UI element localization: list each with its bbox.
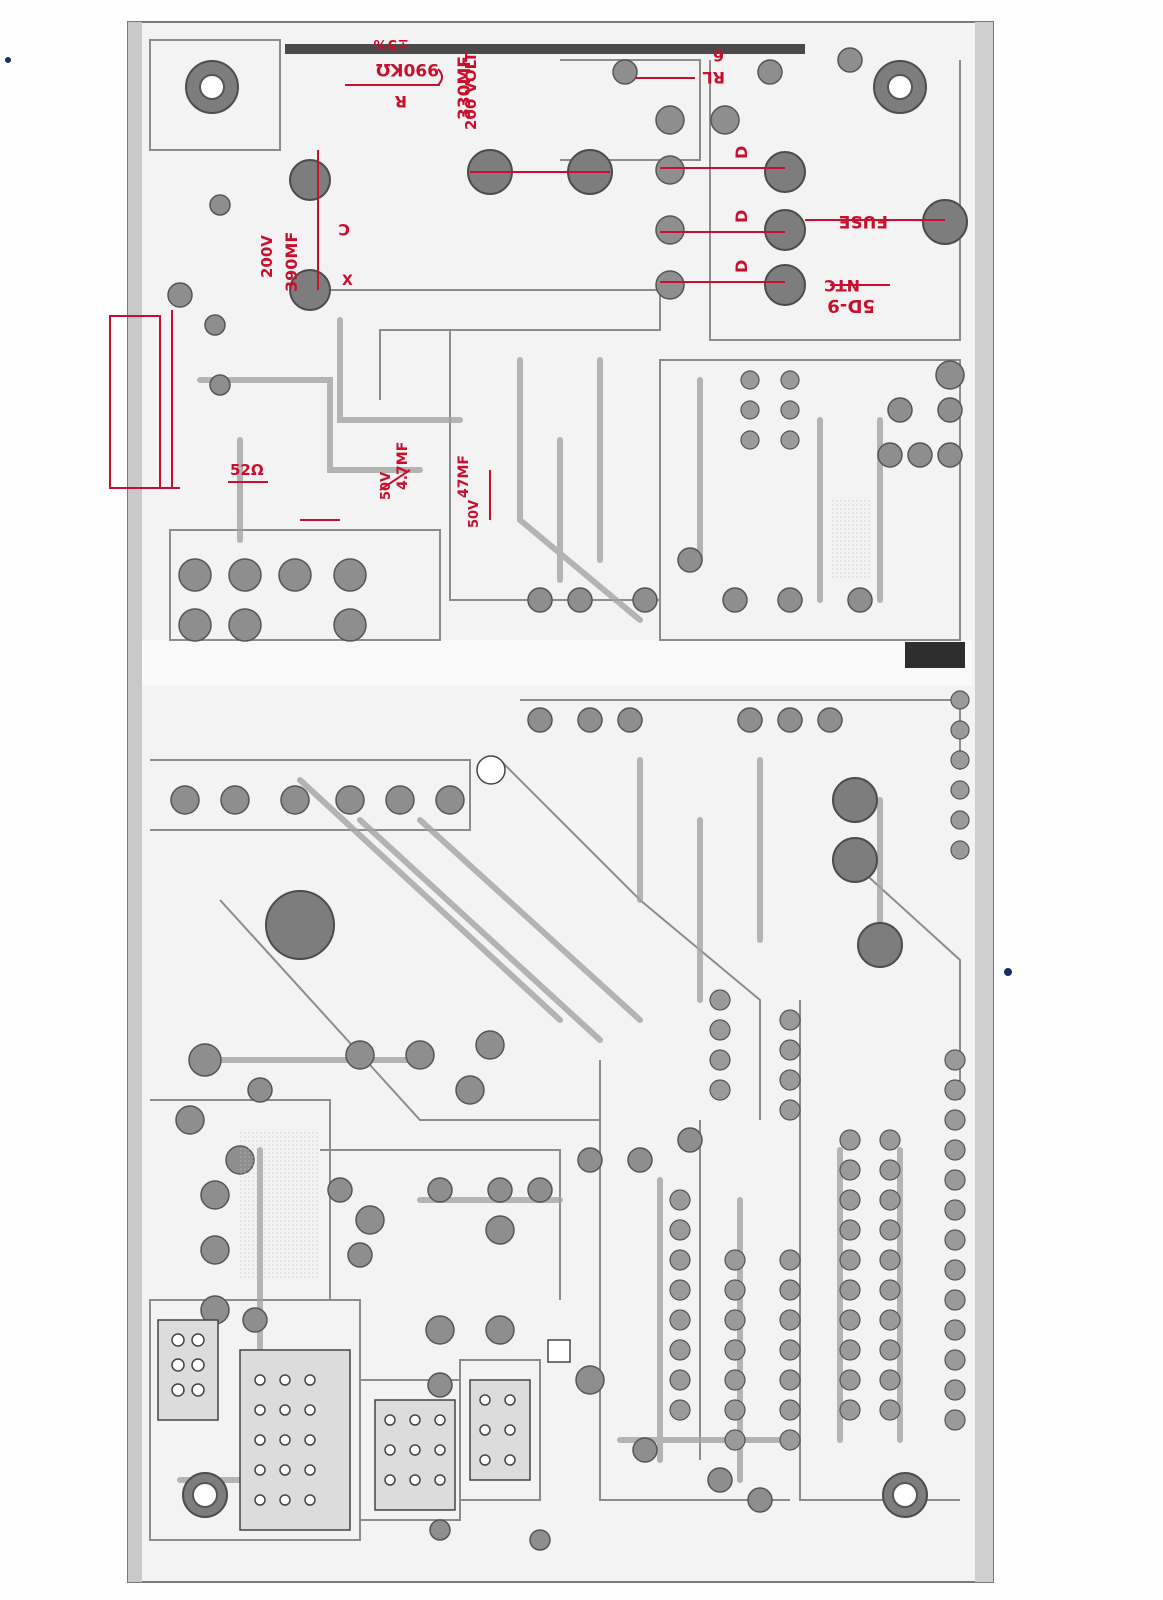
annotation-ntc: NTC — [824, 276, 860, 295]
annotation-diode-2: D — [732, 210, 751, 223]
board-top-bar — [285, 44, 805, 54]
solder-speckle — [830, 500, 870, 580]
annotation-small-cap-2: 47MF — [456, 455, 472, 498]
annotation-cap-top: 330MF — [455, 56, 475, 120]
red-annotations — [109, 68, 945, 521]
annotation-cap-main-ref: C — [338, 220, 350, 239]
red-annotation-text: 990KΩ ±5% R RL 6 330MF 200 VOLT 390MF 20… — [230, 36, 888, 528]
annotation-small-cap-1: 4.7MF — [395, 442, 411, 490]
annotation-cap-main: 390MF — [282, 232, 301, 292]
annotation-small-cap-2-voltage: 50V — [467, 500, 482, 528]
annotation-cap-top-voltage: 200 VOLT — [462, 51, 480, 130]
board-divider-band — [142, 640, 972, 686]
annotation-resistor-ref: R — [395, 92, 407, 111]
solder-speckle — [240, 1130, 320, 1280]
board-right-edge-shadow — [975, 22, 993, 1582]
scan-dot — [5, 57, 11, 63]
annotation-relay: RL — [702, 68, 725, 87]
annotation-cap-main-marker: X — [342, 273, 353, 289]
annotation-cap-main-voltage: 200V — [258, 235, 276, 278]
annotation-fuse: FUSE — [839, 211, 888, 231]
annotation-pin-6: 6 — [713, 46, 724, 65]
annotation-ntc-value: 5D-9 — [827, 295, 875, 316]
pad-columns — [669, 370, 970, 1451]
annotation-resistor-value: 990KΩ — [376, 59, 439, 79]
scan-dot — [1004, 968, 1012, 976]
annotation-diode-1: D — [732, 146, 751, 159]
connector-holes — [157, 755, 571, 1531]
mounting-holes — [192, 74, 918, 1508]
board-left-edge-shadow — [128, 22, 142, 1582]
annotation-small-cap-1-voltage: 50V — [379, 472, 394, 500]
connector-block — [905, 642, 965, 668]
pcb-traces — [177, 317, 903, 1483]
annotation-resistor-tolerance: ±5% — [374, 36, 410, 52]
annotation-small-res: 52Ω — [230, 461, 264, 479]
annotation-diode-3: D — [732, 260, 751, 273]
